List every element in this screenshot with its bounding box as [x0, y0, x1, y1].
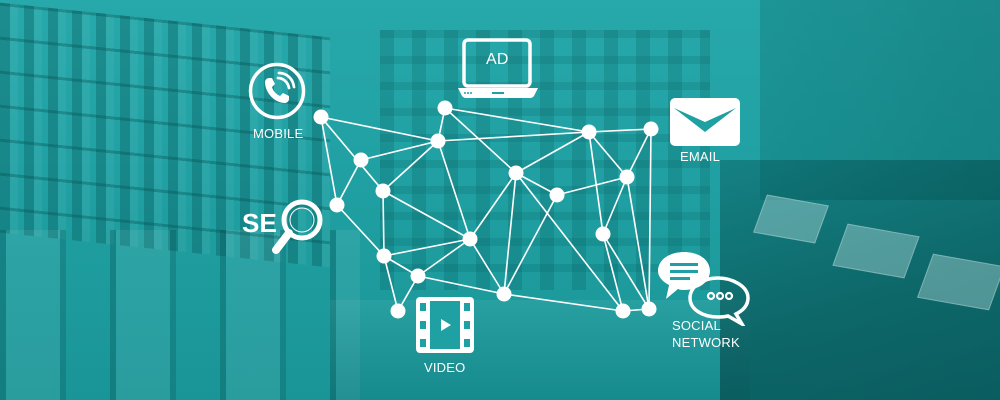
ad-channel: AD [456, 38, 540, 100]
film-play-icon [416, 297, 474, 353]
seo-channel: SE [242, 196, 332, 260]
video-channel: VIDEO [416, 297, 476, 377]
email-channel: EMAIL [670, 98, 742, 168]
laptop-icon [458, 38, 538, 98]
glass-display-cabinets [0, 230, 360, 400]
network-edges [320, 107, 652, 312]
mobile-channel: MOBILE [246, 62, 316, 146]
magnifier-icon [272, 199, 323, 254]
mobile-label: MOBILE [253, 126, 304, 141]
tablet-display-counter [720, 160, 1000, 400]
email-label: EMAIL [680, 149, 721, 164]
social-label: SOCIAL [672, 318, 721, 333]
ad-label: AD [486, 51, 509, 68]
social-network-channel: SOCIAL NETWORK [658, 250, 768, 354]
network-label: NETWORK [672, 335, 740, 350]
network-nodes [313, 100, 659, 319]
seo-label: SE [242, 208, 278, 238]
chat-bubbles-icon [658, 252, 750, 326]
video-label: VIDEO [424, 360, 466, 375]
phone-call-icon [248, 62, 306, 120]
envelope-icon [670, 98, 740, 146]
